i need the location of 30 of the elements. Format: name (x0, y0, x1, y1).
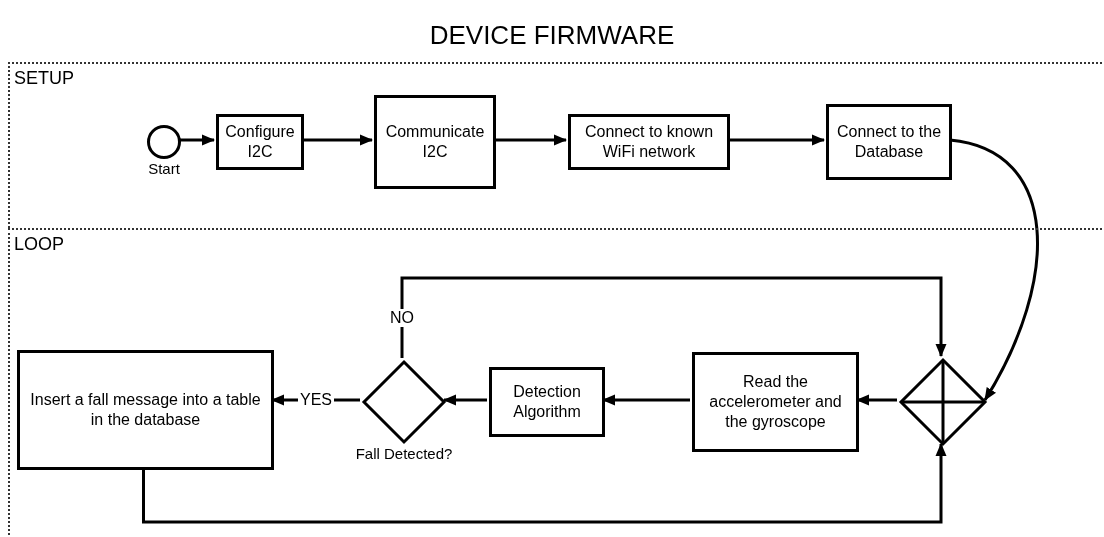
edge-label: NO (388, 309, 416, 327)
arrow (494, 134, 567, 146)
node-caption: Fall Detected? (354, 444, 454, 463)
node-label: Connect to the Database (835, 122, 943, 162)
swimlane-band (8, 62, 1102, 228)
arrow (443, 394, 487, 406)
process-box (216, 114, 304, 170)
arrow (302, 134, 373, 146)
merge-diamond (899, 358, 987, 446)
process-box (568, 114, 730, 170)
process-box (374, 95, 496, 189)
swimlane-band (8, 228, 1102, 535)
process-box (489, 367, 605, 437)
node-caption: Start (147, 159, 181, 178)
arrow (728, 134, 825, 146)
lane-title: SETUP (14, 68, 74, 88)
diagram-title: DEVICE FIRMWARE (428, 20, 676, 50)
process-box (826, 104, 952, 180)
node-label: Connect to known WiFi network (583, 122, 715, 162)
arrow (400, 276, 947, 358)
process-box (17, 350, 274, 470)
process-box (692, 352, 859, 452)
node-label: Read the accelerometer and the gyroscope (708, 372, 843, 432)
node-label: Insert a fall message into a table in the database (29, 390, 262, 430)
node-label: Communicate I2C (384, 122, 486, 162)
node-label: Configure I2C (224, 122, 296, 162)
arrow (142, 443, 947, 524)
arrow (179, 134, 215, 146)
node-label: Detection Algorithm (512, 382, 582, 422)
lane-title: LOOP (14, 234, 65, 254)
